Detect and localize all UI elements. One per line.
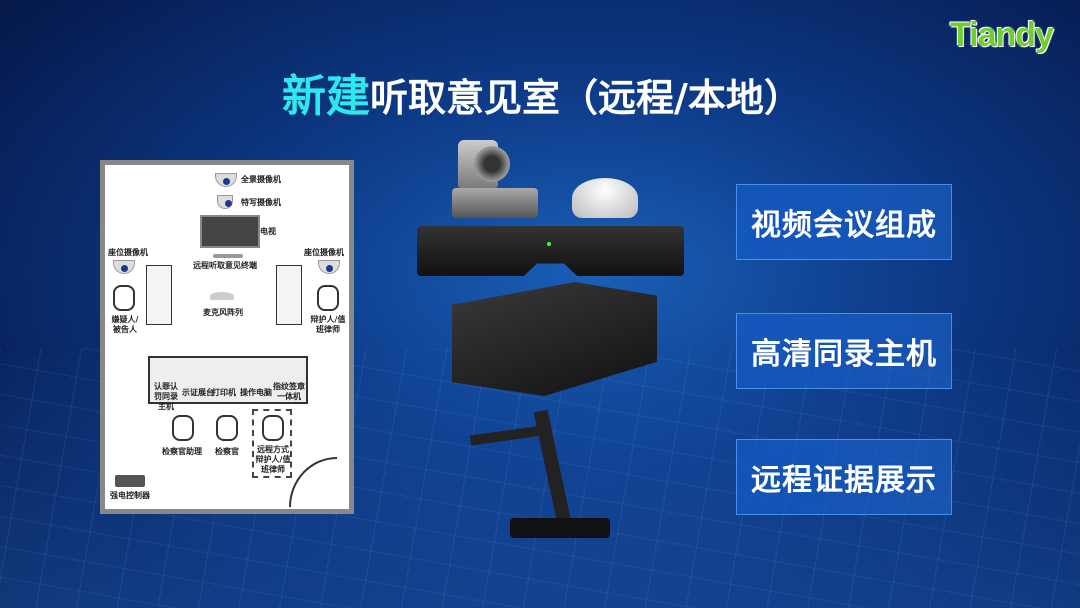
- tv-icon: [200, 215, 260, 248]
- door: [289, 457, 337, 507]
- chair-icon: [172, 415, 194, 441]
- terminal-label: 远程听取意见终端: [193, 261, 257, 270]
- title-highlight: 新建: [282, 71, 370, 122]
- seat-camera-right-label: 座位摄像机: [304, 248, 344, 257]
- chair-icon: [113, 285, 135, 311]
- prosecutor-label: 检察官: [215, 447, 239, 456]
- defender-label: 辩护人/值班律师: [310, 315, 346, 334]
- equipment-label: 示证展台: [182, 388, 214, 397]
- seat-camera-left-label: 座位摄像机: [108, 248, 148, 257]
- equipment-label: 打印机: [212, 388, 236, 397]
- ptz-camera-image: [452, 140, 538, 220]
- chair-icon: [317, 285, 339, 311]
- feature-hd-recording-host: 高清同录主机: [736, 313, 952, 389]
- closeup-camera-label: 特写摄像机: [241, 198, 281, 207]
- remote-defender-label: 远程方式辩护人/值班律师: [255, 445, 291, 474]
- microphone-image: [572, 178, 638, 218]
- assistant-label: 检察官助理: [162, 447, 202, 456]
- equipment-label: 指纹签章一体机: [273, 382, 305, 401]
- feature-video-conference: 视频会议组成: [736, 184, 952, 260]
- terminal-icon: [213, 254, 243, 258]
- power-controller-icon: [115, 475, 145, 487]
- equipment-label: 认罪认罚同录主机: [154, 382, 178, 411]
- suspect-label: 嫌疑人/被告人: [111, 315, 139, 334]
- page-title: 新建听取意见室（远程/本地）: [282, 60, 802, 124]
- title-rest: 听取意见室（远程/本地）: [370, 76, 802, 120]
- chair-icon: [216, 415, 238, 441]
- tiandy-logo: Tiandy: [950, 16, 1054, 54]
- panorama-camera-label: 全景摄像机: [241, 175, 281, 184]
- remote-defender-area: 远程方式辩护人/值班律师: [252, 409, 292, 478]
- feature-remote-evidence: 远程证据展示: [736, 439, 952, 515]
- panorama-camera-icon: [215, 173, 237, 187]
- closeup-camera-icon: [217, 195, 233, 209]
- floor-plan: 全景摄像机 特写摄像机 电视 远程听取意见终端 座位摄像机 座位摄像机 嫌疑人/…: [100, 160, 354, 514]
- power-controller-label: 强电控制器: [110, 491, 150, 500]
- mic-array-label: 麦克风阵列: [203, 308, 243, 317]
- seat-camera-left-icon: [113, 260, 135, 274]
- seat-camera-right-icon: [318, 260, 340, 274]
- equipment-desk: 认罪认罚同录主机 示证展台 打印机 操作电脑 指纹签章一体机: [148, 356, 308, 411]
- equipment-label: 操作电脑: [240, 388, 272, 397]
- chair-icon: [262, 415, 284, 441]
- mic-array-icon: [210, 292, 234, 300]
- tv-label: 电视: [260, 227, 276, 236]
- desk-left: [146, 265, 172, 325]
- video-terminal-image: [417, 226, 684, 276]
- desk-right: [276, 265, 302, 325]
- document-camera-image: [469, 409, 620, 540]
